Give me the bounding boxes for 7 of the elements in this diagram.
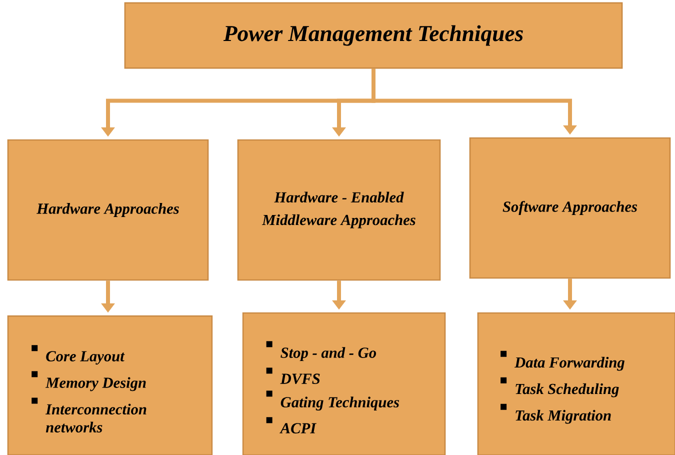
title-box: Power Management Techniques xyxy=(124,2,623,69)
list-box: Core Layout Memory Design Interconnection networks xyxy=(7,315,213,455)
category-box: Software Approaches xyxy=(469,137,671,279)
category-box: Hardware - Enabled Middleware Approaches xyxy=(237,139,441,281)
category-box: Hardware Approaches xyxy=(7,139,209,281)
list-box: Stop - and - Go DVFS Gating Techniques ACPI xyxy=(242,312,446,455)
list-box: Data Forwarding Task Scheduling Task Migration xyxy=(477,312,675,455)
